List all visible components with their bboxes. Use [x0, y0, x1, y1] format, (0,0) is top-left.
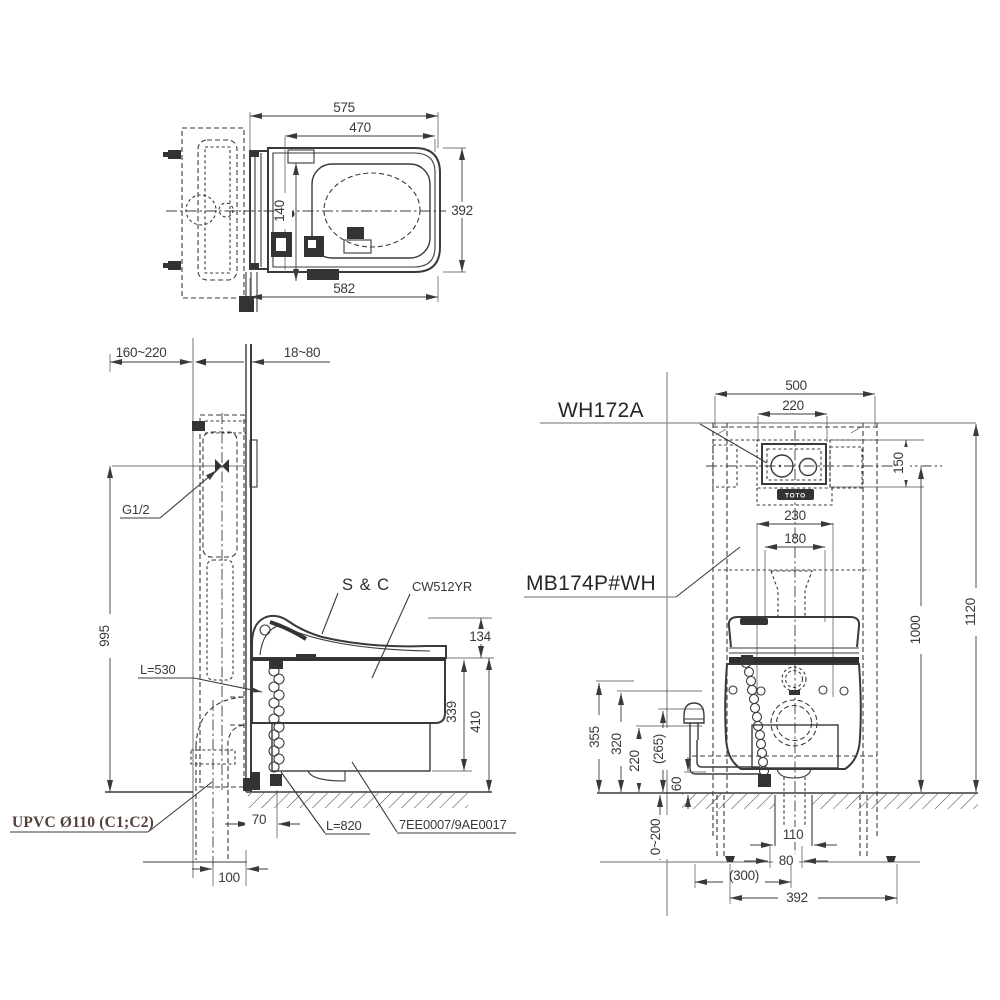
dim-panel: 18~80: [284, 345, 320, 360]
brand-text: TOTO: [785, 493, 806, 500]
label-frame-model: MB174P#WH: [526, 572, 656, 595]
dim-355: 355: [587, 726, 602, 748]
flush-plate: [761, 443, 827, 485]
floor-hatch-side: [248, 793, 468, 808]
dim-265: (265): [651, 734, 666, 764]
dim-995: 995: [97, 625, 112, 647]
floor-hatch-front-left: [682, 794, 775, 809]
label-bowl-model: CW512YR: [412, 579, 472, 594]
dim-1120: 1120: [963, 598, 978, 626]
label-water-inlet: G1/2: [122, 502, 149, 517]
dim-60: 60: [669, 777, 684, 791]
label-supply-hose: L=820: [326, 818, 362, 833]
dim-320: 320: [609, 733, 624, 755]
top-view: 575 470 392 582 140: [163, 100, 479, 312]
label-seat-cover: S & C: [342, 576, 390, 594]
dim-wall-depth: 160~220: [116, 345, 167, 360]
label-flush-plate-model: WH172A: [558, 399, 644, 422]
dim-220: 220: [627, 750, 642, 772]
dim-0-200: 0~200: [648, 819, 663, 855]
seat-band-front: [729, 657, 859, 664]
stop-valve: [683, 702, 705, 724]
cistern-front: [727, 616, 861, 648]
brand-badge: [777, 489, 814, 500]
dim-410: 410: [468, 711, 483, 733]
seat-rim-plan: [311, 163, 431, 259]
coiled-hose-side: [243, 659, 285, 791]
label-accessory-code: 7EE0007/9AE0017: [399, 817, 507, 832]
label-inlet-hose: L=530: [140, 662, 176, 677]
toilet-body-plan: [267, 147, 441, 273]
dim-392-top: 392: [451, 203, 473, 218]
dim-140: 140: [272, 200, 287, 222]
dim-1000: 1000: [908, 616, 923, 645]
dim-70: 70: [252, 812, 266, 827]
bowl-profile: [251, 657, 446, 724]
drain-circle: [770, 699, 818, 747]
dim-100: 100: [218, 870, 240, 885]
dim-80: 80: [779, 853, 793, 868]
dim-392-front: 392: [786, 890, 808, 905]
side-view: 160~220 18~80 G1/2 995: [10, 338, 516, 886]
bolt-bottom: [168, 261, 181, 270]
bowl-lower: [271, 722, 431, 772]
flush-button-small: [798, 457, 818, 477]
front-view: WH172A MB174P#WH 500 220 TOTO: [524, 372, 983, 916]
seat-cover-profile: [251, 614, 447, 659]
bowl-front: [724, 663, 862, 770]
mounting-plate: [249, 150, 269, 270]
seat-opening-dashed: [323, 172, 421, 248]
dim-plate-220: 220: [782, 398, 804, 413]
pedestal-front: [751, 724, 839, 769]
dim-134: 134: [469, 629, 491, 644]
dim-575: 575: [333, 100, 355, 115]
coiled-hose-front: [740, 655, 771, 787]
dim-582: 582: [333, 281, 355, 296]
dim-500: 500: [785, 378, 807, 393]
dim-339: 339: [444, 701, 459, 723]
label-drain-pipe: UPVC Ø110 (C1;C2): [12, 814, 154, 831]
dim-150: 150: [891, 452, 906, 474]
bolt-top: [168, 150, 181, 159]
dim-470: 470: [349, 120, 371, 135]
dim-110: 110: [783, 827, 804, 842]
dim-300: (300): [729, 868, 759, 883]
floor-hatch-front-right: [812, 794, 978, 809]
